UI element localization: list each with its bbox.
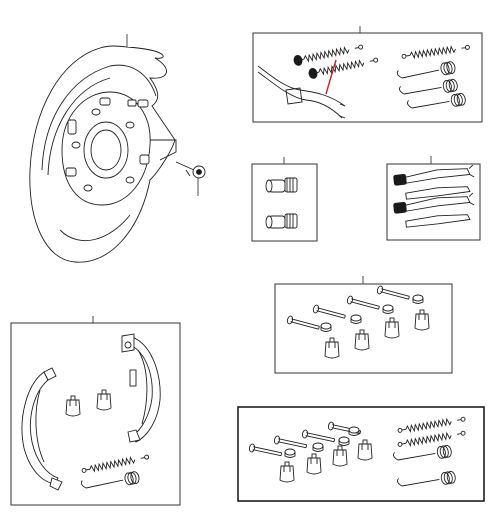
strut-pair[interactable] <box>386 156 481 241</box>
cable-spring-kit[interactable] <box>252 26 483 123</box>
complete-hardware-kit[interactable] <box>237 406 485 502</box>
backing-plate-bolt[interactable] <box>175 161 206 196</box>
adjuster-pair[interactable] <box>251 157 318 242</box>
backing-plate[interactable] <box>29 34 177 263</box>
highlight-marker <box>325 59 337 95</box>
right-brake-shoe <box>121 333 161 443</box>
brake-shoe-kit[interactable] <box>10 316 181 506</box>
pin-and-clip-kit[interactable] <box>274 276 453 374</box>
left-brake-shoe <box>21 367 63 491</box>
